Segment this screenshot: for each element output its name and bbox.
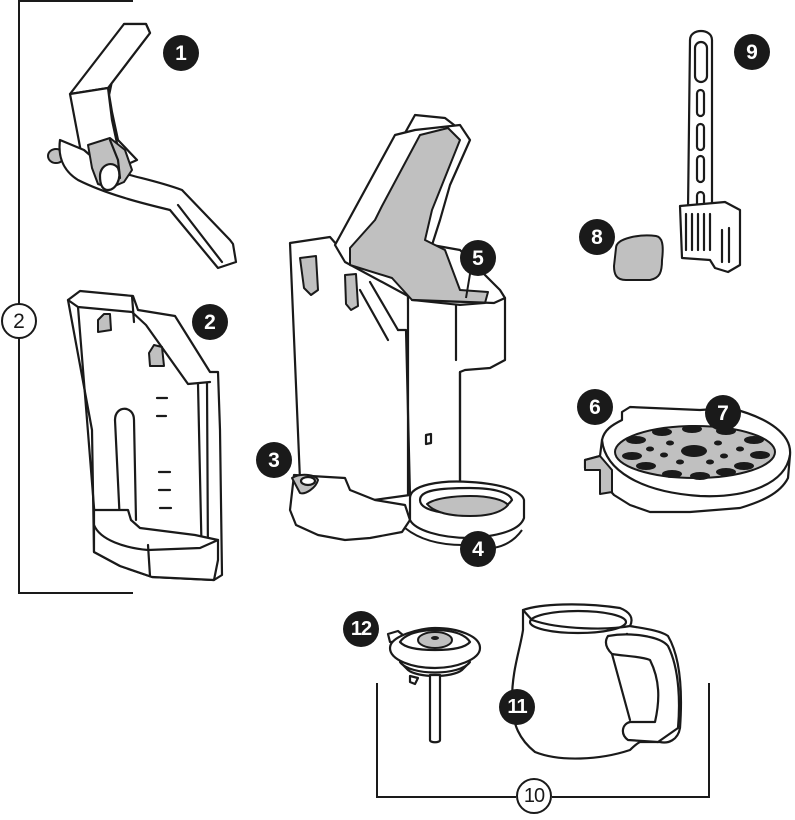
part-cleaning-tool	[678, 29, 742, 274]
part-filter-pad	[613, 234, 664, 281]
part-drip-tray	[583, 405, 792, 514]
part-carafe-lid	[386, 626, 482, 744]
part-lid-lever	[47, 22, 238, 270]
group-bracket-2	[18, 0, 133, 594]
part-water-reservoir	[66, 289, 224, 582]
part-main-body	[288, 113, 526, 542]
group-bracket-10	[376, 683, 710, 798]
part-carafe	[510, 603, 683, 760]
